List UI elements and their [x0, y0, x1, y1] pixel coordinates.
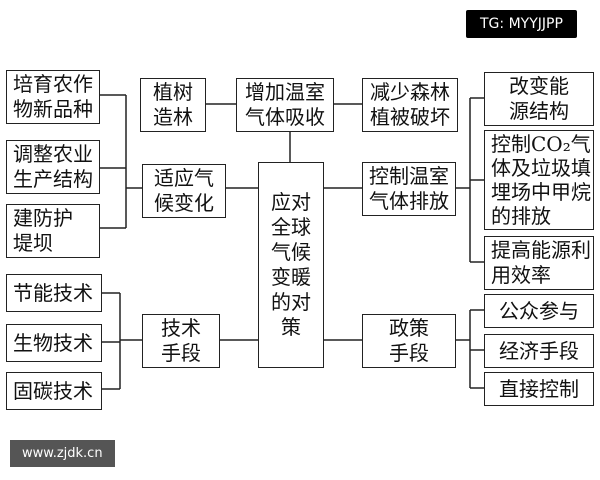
adapt-child-1: 培育农作 物新品种 — [6, 70, 100, 124]
policy-means-node: 政策 手段 — [362, 314, 456, 368]
policy-child-2: 经济手段 — [484, 334, 594, 368]
policy-child-1: 公众参与 — [484, 294, 594, 328]
tech-means-node: 技术 手段 — [142, 314, 220, 368]
increase-absorption-node: 增加温室 气体吸收 — [236, 78, 334, 132]
control-emission-node: 控制温室 气体排放 — [362, 162, 456, 216]
adapt-child-3: 建防护 堤坝 — [6, 204, 100, 258]
control-child-1: 改变能 源结构 — [484, 72, 594, 126]
control-child-2: 控制CO₂气 体及垃圾填 埋场中甲烷 的排放 — [484, 130, 594, 230]
reduce-deforestation-node: 减少森林 植被破坏 — [362, 78, 458, 132]
afforest-node: 植树 造林 — [140, 78, 206, 132]
control-child-3: 提高能源利 用效率 — [484, 236, 594, 290]
center-node: 应对 全球 气候 变暖 的对 策 — [258, 162, 324, 368]
tech-child-2: 生物技术 — [6, 324, 102, 362]
policy-child-3: 直接控制 — [484, 372, 594, 406]
watermark-bottom: www.zjdk.cn — [10, 440, 115, 467]
watermark-top: TG: MYYJJPP — [466, 10, 577, 38]
tech-child-3: 固碳技术 — [6, 372, 102, 410]
tech-child-1: 节能技术 — [6, 274, 102, 312]
adapt-node: 适应气 候变化 — [142, 164, 226, 218]
adapt-child-2: 调整农业 生产结构 — [6, 140, 100, 194]
